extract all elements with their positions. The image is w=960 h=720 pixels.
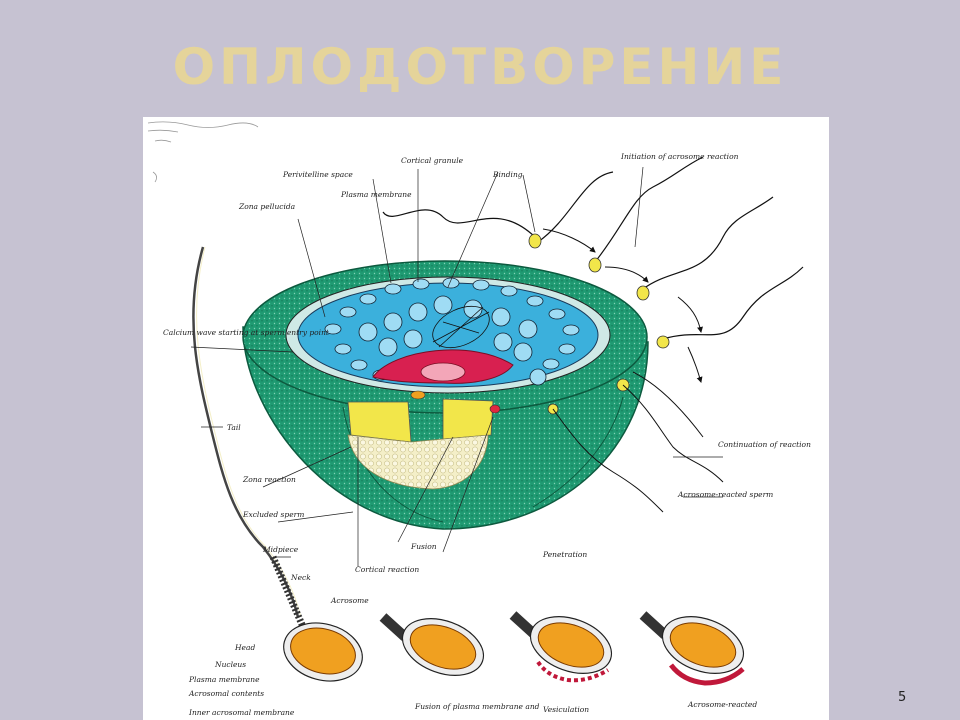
label-midpiece: Midpiece xyxy=(262,545,299,554)
label-acrosome: Acrosome xyxy=(330,596,369,605)
label-cortical-granule: Cortical granule xyxy=(401,156,464,165)
label-tail: Tail xyxy=(227,423,241,432)
flow-arrows xyxy=(542,228,703,383)
slide-title: ОПЛОДОТВОРЕНИЕ xyxy=(172,38,788,96)
label-penetration: Penetration xyxy=(542,550,587,559)
label-cortical-reaction: Cortical reaction xyxy=(355,565,419,574)
label-initiation: Initiation of acrosome reaction xyxy=(620,152,739,161)
label-leaders xyxy=(190,166,723,567)
stage-vesiculation xyxy=(509,611,613,683)
incoming-sperm xyxy=(382,156,804,340)
acrosome-reacted-tails xyxy=(552,371,724,513)
corner-scribble xyxy=(147,121,259,183)
label-excluded-sperm: Excluded sperm xyxy=(242,510,304,519)
fertilization-diagram: Cortical granule Binding Initiation of a… xyxy=(143,117,829,720)
label-acrosome-reacted-sperm: Acrosome-reacted sperm xyxy=(677,490,773,499)
label-binding: Binding xyxy=(492,170,523,179)
label-nucleus: Nucleus xyxy=(214,660,246,669)
diagram-svg: Cortical granule Binding Initiation of a… xyxy=(147,121,811,717)
label-perivitelline: Perivitelline space xyxy=(282,170,353,179)
label-neck: Neck xyxy=(290,573,311,582)
stage-fusion xyxy=(379,613,485,676)
label-acrosomal-contents: Acrosomal contents xyxy=(188,689,264,698)
label-vesiculation: Vesiculation xyxy=(543,705,589,714)
meiotic-spindle xyxy=(432,305,490,349)
label-plasma-membrane: Plasma membrane xyxy=(340,190,412,199)
page-number: 5 xyxy=(898,690,907,705)
label-inner-acrosomal-membrane: Inner acrosomal membrane xyxy=(188,708,295,717)
label-plasma-membrane-sperm: Plasma membrane xyxy=(188,675,260,684)
label-acrosome-reacted: Acrosome-reacted xyxy=(687,700,757,709)
label-fusion: Fusion xyxy=(410,542,437,551)
label-head: Head xyxy=(234,643,255,652)
cortical-granules xyxy=(324,277,580,386)
label-fusion-of-membranes: Fusion of plasma membrane and xyxy=(414,702,540,711)
label-zona-pellucida: Zona pellucida xyxy=(238,202,295,211)
egg-cell xyxy=(242,260,649,530)
diagram-labels: Cortical granule Binding Initiation of a… xyxy=(163,152,811,717)
label-zona-reaction: Zona reaction xyxy=(242,475,296,484)
stage-acrosome-reacted xyxy=(639,611,745,686)
acrosome-reaction-stages xyxy=(379,611,745,686)
large-sperm xyxy=(192,246,363,682)
label-continuation: Continuation of reaction xyxy=(718,440,811,449)
label-calcium-wave: Calcium wave starting at sperm entry poi… xyxy=(163,328,330,337)
